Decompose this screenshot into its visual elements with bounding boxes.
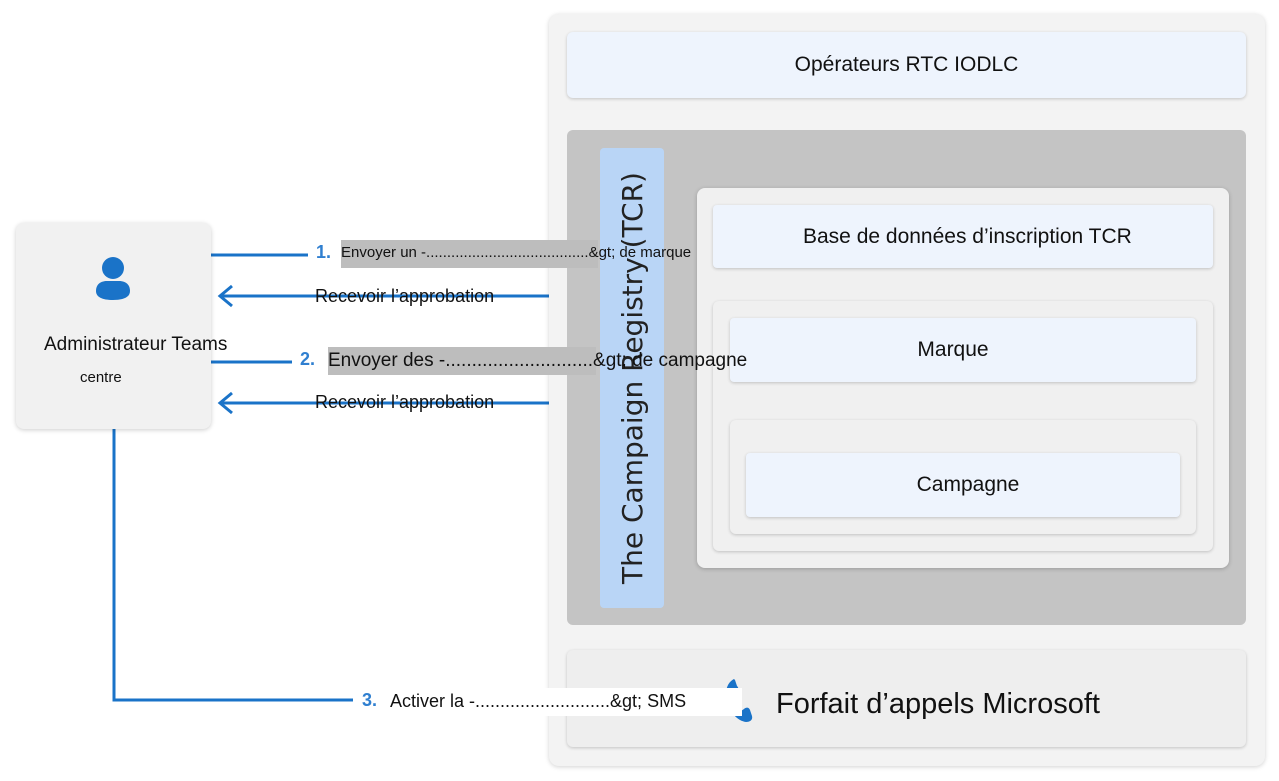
brand-box: Marque [730,318,1196,382]
receive1-arrowhead [217,284,233,308]
admin-title: Administrateur Teams [44,334,228,355]
tcr-database-box: Base de données d’inscription TCR [713,205,1213,268]
receive2-arrowhead [217,391,233,415]
step1-number: 1. [316,242,332,262]
carriers-box: Opérateurs RTC IODLC [567,32,1246,98]
step3-number: 3. [362,690,378,710]
tcr-vertical-bar [600,148,664,608]
step1-text: Envoyer un -............................… [341,244,692,261]
campaign-label: Campagne [916,473,1020,496]
brand-label: Marque [917,338,989,361]
admin-subtitle: centre [80,369,122,386]
tcr-title: The Campaign Registry (TCR) [615,172,649,584]
receive-approval-2: Recevoir l’approbation [315,392,495,412]
step2-number: 2. [300,349,316,369]
admin-card [16,223,211,429]
campaign-box: Campagne [746,453,1180,517]
step3-line [112,428,353,702]
step2-label: Envoyer des -...........................… [328,347,748,375]
step2-text: Envoyer des -...........................… [328,350,748,371]
person-icon [96,257,130,300]
receive-approval-1: Recevoir l’approbation [315,286,495,306]
carriers-label: Opérateurs RTC IODLC [794,53,1019,76]
step3-text: Activer la -...........................&… [390,691,687,711]
tcr-database-label: Base de données d’inscription TCR [803,224,1132,248]
step3-label: Activer la -...........................&… [390,688,742,716]
step1-label: Envoyer un -............................… [341,240,692,268]
calling-plan-label: Forfait d’appels Microsoft [776,688,1100,720]
